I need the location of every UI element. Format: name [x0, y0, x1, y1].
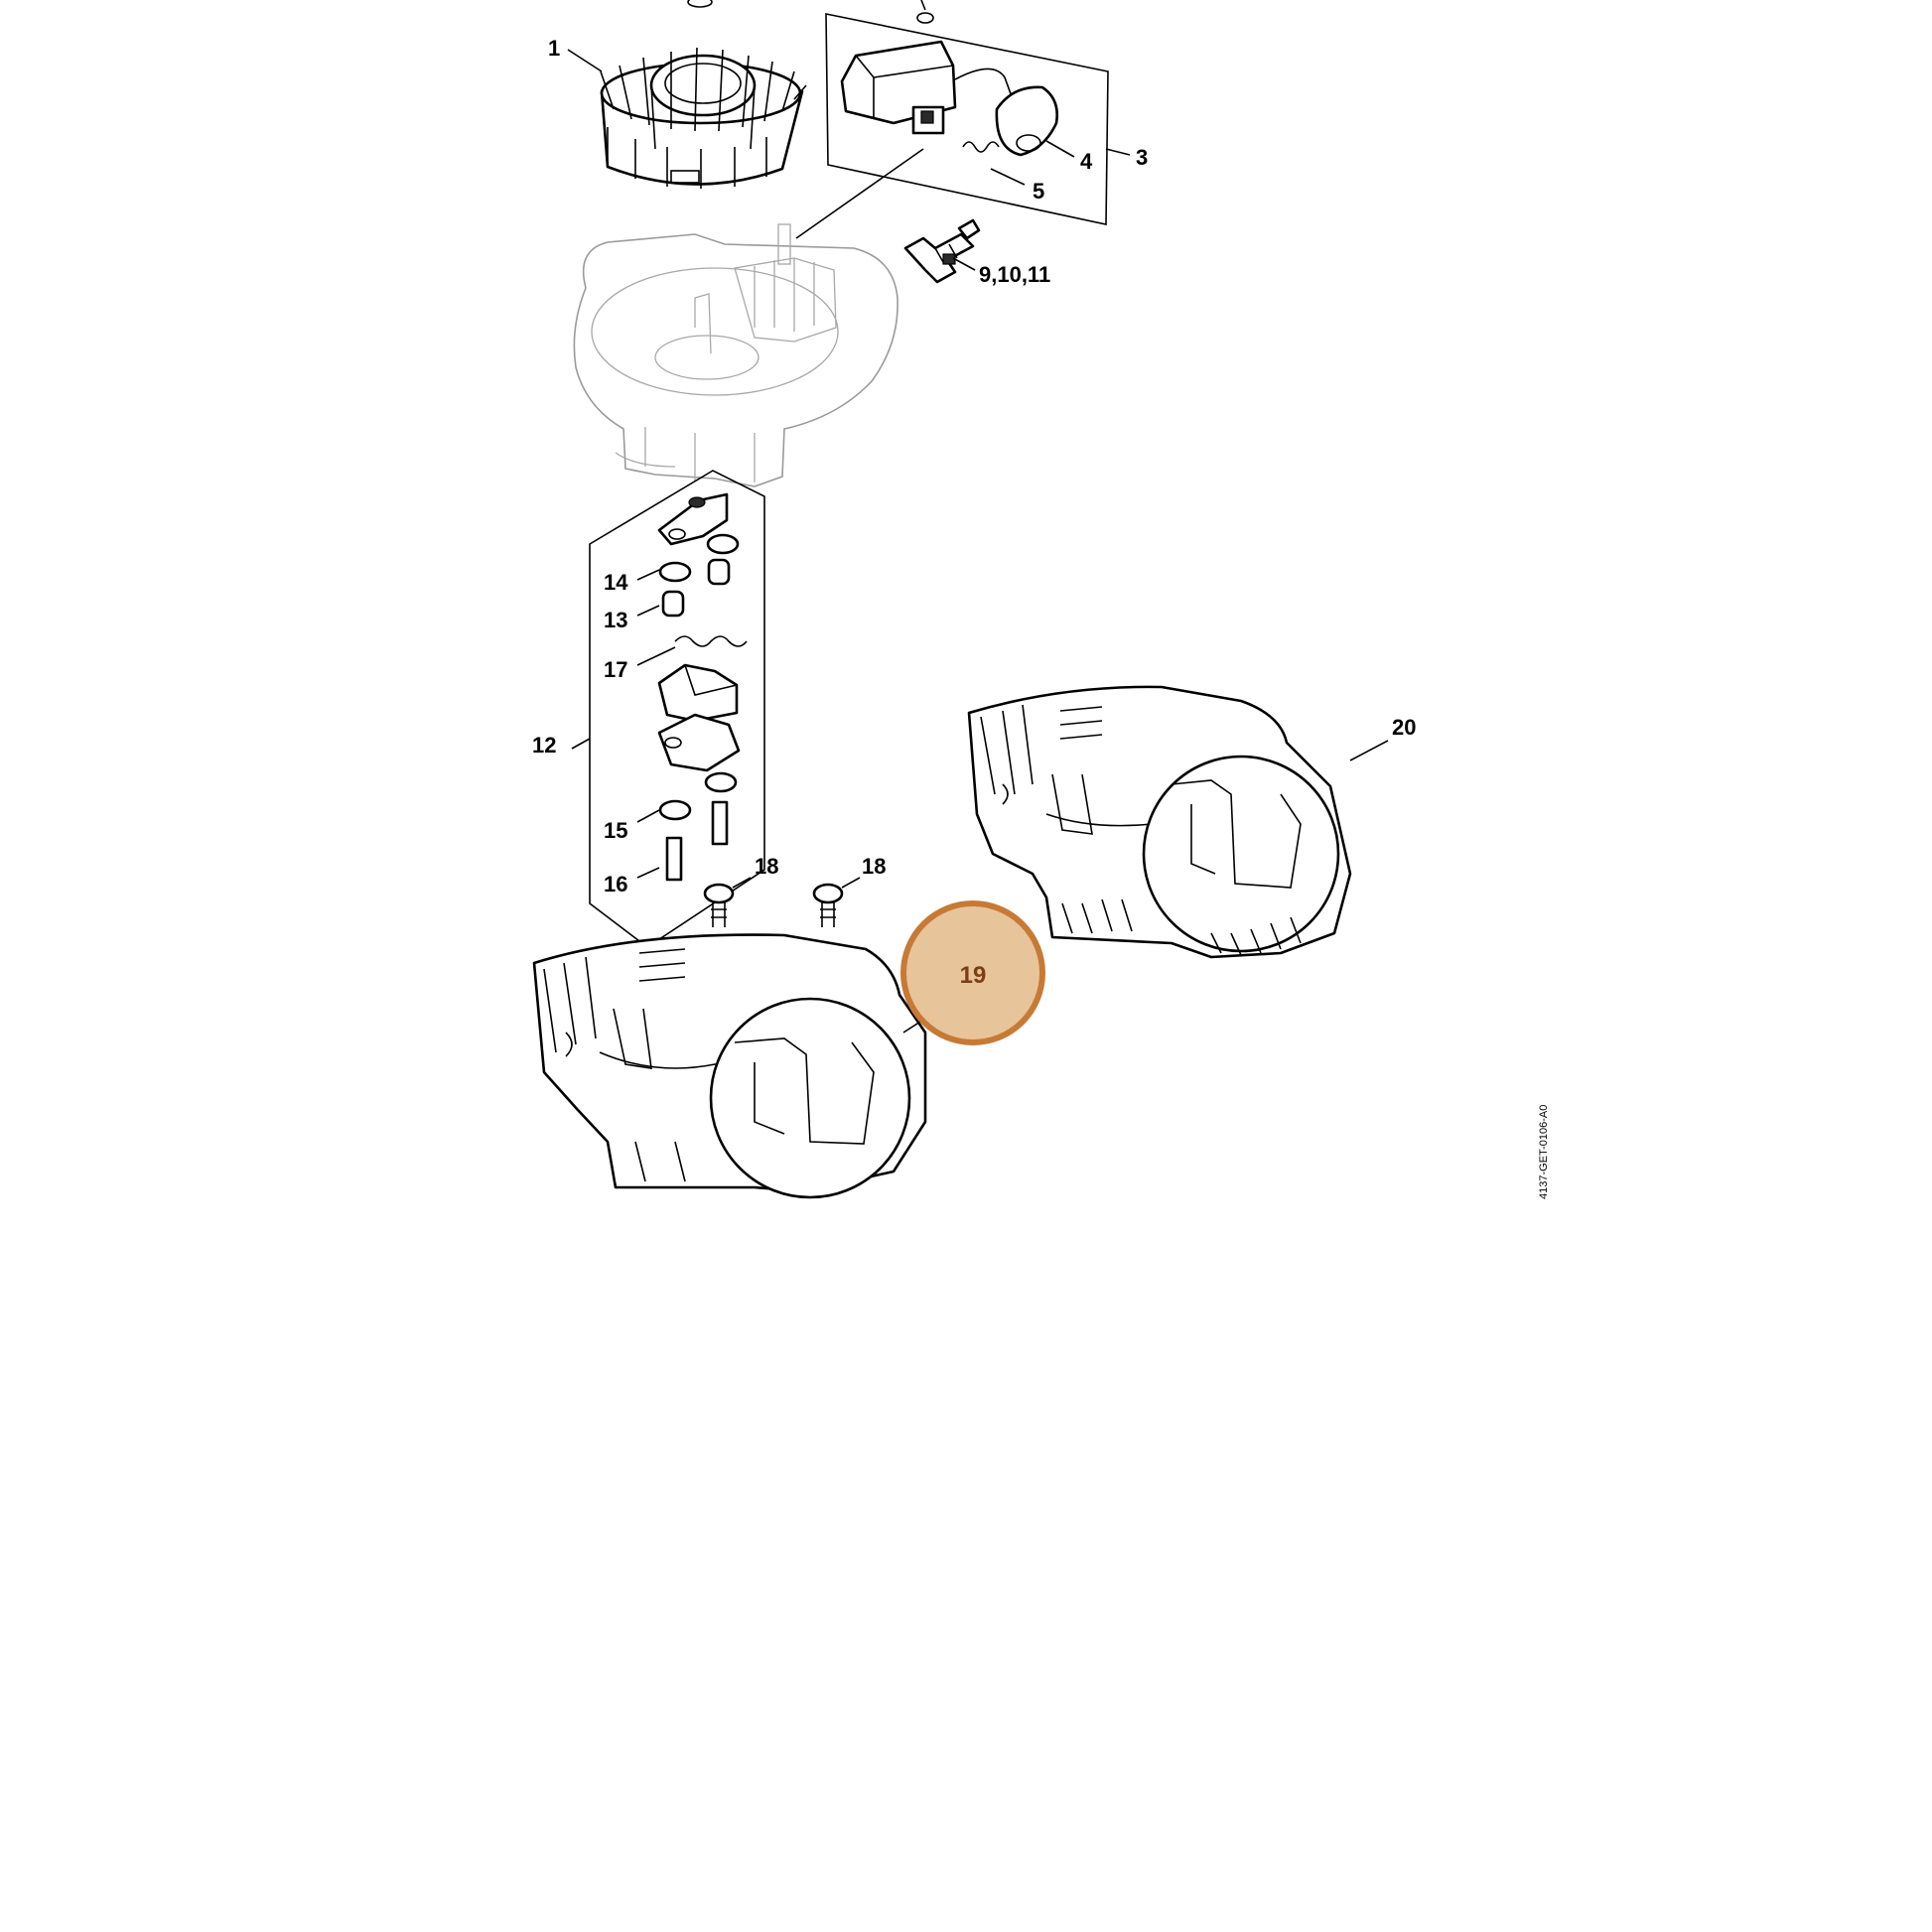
top-edge-fragments	[687, 0, 934, 24]
callout-15[interactable]: 15	[604, 818, 627, 843]
callout-17[interactable]: 17	[604, 657, 627, 682]
callout-4[interactable]: 4	[1080, 149, 1093, 174]
callout-18-right[interactable]: 18	[862, 854, 886, 879]
callout-20[interactable]: 20	[1392, 715, 1416, 740]
fan-housing-part-20[interactable]	[967, 685, 1352, 959]
spark-plug-part[interactable]	[903, 218, 981, 284]
fan-housing-part-19[interactable]	[532, 933, 927, 1199]
callout-13[interactable]: 13	[604, 608, 627, 632]
callout-19-label: 19	[960, 962, 987, 989]
callout-16[interactable]: 16	[604, 872, 627, 897]
callout-1[interactable]: 1	[548, 36, 560, 61]
ignition-module-group[interactable]	[825, 13, 1109, 225]
callout-12[interactable]: 12	[532, 733, 556, 758]
callout-18-left[interactable]: 18	[755, 854, 778, 879]
screw-part-left[interactable]	[703, 883, 735, 927]
clutch-group[interactable]	[589, 470, 765, 948]
flywheel-part[interactable]	[600, 47, 807, 189]
callout-9-10-11[interactable]: 9,10,11	[979, 262, 1050, 287]
callout-5[interactable]: 5	[1033, 179, 1044, 204]
callout-14[interactable]: 14	[604, 570, 628, 595]
callout-3[interactable]: 3	[1136, 145, 1148, 170]
screw-part-right[interactable]	[812, 883, 844, 927]
highlight-marker-19[interactable]: 19	[900, 900, 1045, 1045]
drawing-reference-code: 4137-GET-0106-A0	[1538, 1105, 1550, 1199]
crankcase-ghost	[573, 223, 898, 487]
callout-labels: 1 3 4 5 9,10,11 12 14 13 17 15 16 18 18 …	[532, 36, 1416, 897]
